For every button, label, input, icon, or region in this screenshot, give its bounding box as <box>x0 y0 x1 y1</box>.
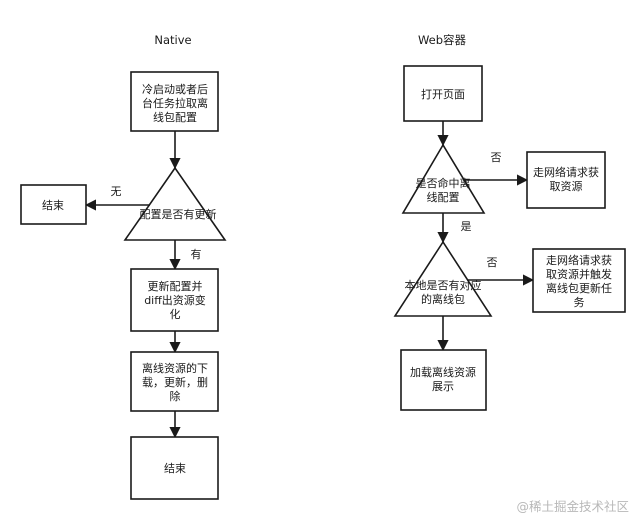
native-diff-line-3: 化 <box>170 307 181 321</box>
native-column-title: Native <box>154 33 191 47</box>
web-net1-line-1: 走网络请求获 <box>533 165 599 179</box>
native-diff-line-1: 更新配置并 <box>148 279 203 293</box>
native-start-node: 冷启动或者后 台任务拉取离 线包配置 <box>130 71 219 132</box>
watermark-text: @稀土掘金技术社区 <box>516 499 629 514</box>
native-start-line-3: 线包配置 <box>153 110 197 124</box>
native-end-left-label: 结束 <box>42 199 64 212</box>
edge-label-d2-no: 否 <box>487 256 498 269</box>
web-decision2-line-1: 本地是否有对应 <box>405 278 482 292</box>
web-net2-node: 走网络请求获 取资源并触发 离线包更新任 务 <box>532 248 626 313</box>
native-end-label: 结束 <box>164 462 186 475</box>
web-net1-line-2: 取资源 <box>550 179 583 193</box>
edge-label-no: 无 <box>111 185 122 198</box>
web-open-label: 打开页面 <box>421 87 465 101</box>
native-update-node: 离线资源的下 载，更新，删 除 <box>130 351 219 412</box>
web-open-node: 打开页面 <box>403 65 483 122</box>
native-start-line-1: 冷启动或者后 <box>142 83 208 96</box>
native-update-line-3: 除 <box>170 389 181 403</box>
web-column-title: Web容器 <box>418 33 467 47</box>
native-end-left-node: 结束 <box>20 184 87 225</box>
web-net2-line-2: 取资源并触发 <box>546 267 612 281</box>
native-diff-node: 更新配置并 diff出资源变 化 <box>130 268 219 332</box>
native-decision-label: 配置是否有更新 <box>140 207 217 221</box>
web-load-node: 加载离线资源 展示 <box>400 349 487 411</box>
web-decision2-line-2: 的离线包 <box>421 292 465 306</box>
native-diff-line-2: diff出资源变 <box>144 293 206 307</box>
web-decision1-line-1: 是否命中离 <box>416 176 471 190</box>
web-net1-node: 走网络请求获 取资源 <box>526 151 606 209</box>
native-end-node: 结束 <box>130 436 219 500</box>
edge-label-yes: 有 <box>191 247 202 261</box>
edge-label-d1-yes: 是 <box>461 220 472 233</box>
web-load-line-2: 展示 <box>432 380 454 393</box>
web-net2-line-4: 务 <box>574 296 585 309</box>
native-update-line-1: 离线资源的下 <box>142 361 208 375</box>
native-start-line-2: 台任务拉取离 <box>142 96 208 110</box>
native-decision-node: 配置是否有更新 <box>123 166 227 241</box>
web-decision1-line-2: 线配置 <box>427 190 460 204</box>
web-net2-line-3: 离线包更新任 <box>546 281 612 295</box>
web-decision1-node: 是否命中离 线配置 <box>401 143 486 214</box>
web-decision2-node: 本地是否有对应 的离线包 <box>393 240 493 317</box>
web-net2-line-1: 走网络请求获 <box>546 253 612 267</box>
native-update-line-2: 载，更新，删 <box>142 375 208 389</box>
edge-label-d1-no: 否 <box>491 151 502 164</box>
web-load-line-1: 加载离线资源 <box>410 365 476 379</box>
